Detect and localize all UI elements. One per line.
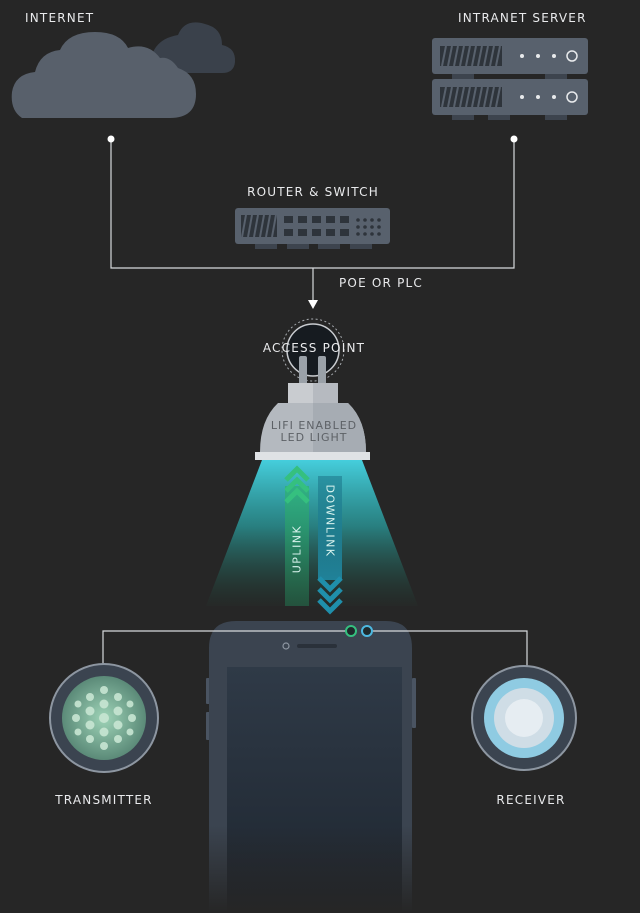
- transmitter-sensor-dot: [345, 625, 357, 637]
- network-cables: [110, 139, 515, 302]
- led-bulb-icon: [255, 383, 370, 460]
- server-connector-dot: [510, 135, 518, 143]
- uplink-arrow: [284, 465, 310, 606]
- internet-connector-dot: [107, 135, 115, 143]
- receiver-sensor-dot: [361, 625, 373, 637]
- router-switch-icon: [235, 208, 390, 249]
- uplink-label: UPLINK: [290, 524, 304, 574]
- transmitter-label: TRANSMITTER: [55, 793, 153, 807]
- internet-label: INTERNET: [25, 11, 95, 25]
- receiver-label: RECEIVER: [496, 793, 566, 807]
- led-light-label-line2: LED LIGHT: [280, 431, 348, 444]
- access-point-label: ACCESS POINT: [262, 341, 366, 355]
- receiver-icon: [471, 665, 577, 771]
- downlink-arrow: [317, 476, 343, 615]
- cloud-icon: [11, 22, 236, 118]
- server-icon: [432, 38, 588, 120]
- arrow-down-icon: [308, 300, 318, 309]
- smartphone: [205, 621, 417, 913]
- sensor-lines: [102, 630, 528, 668]
- intranet-server-label: INTRANET SERVER: [458, 11, 587, 25]
- router-switch-label: ROUTER & SWITCH: [247, 185, 379, 199]
- downlink-label: DOWNLINK: [323, 484, 337, 558]
- access-point-icon: [281, 318, 345, 386]
- light-beam: [206, 460, 418, 606]
- poe-plc-label: POE OR PLC: [339, 276, 423, 290]
- transmitter-icon: [49, 663, 159, 773]
- led-light-label-line1: LIFI ENABLED: [270, 419, 358, 432]
